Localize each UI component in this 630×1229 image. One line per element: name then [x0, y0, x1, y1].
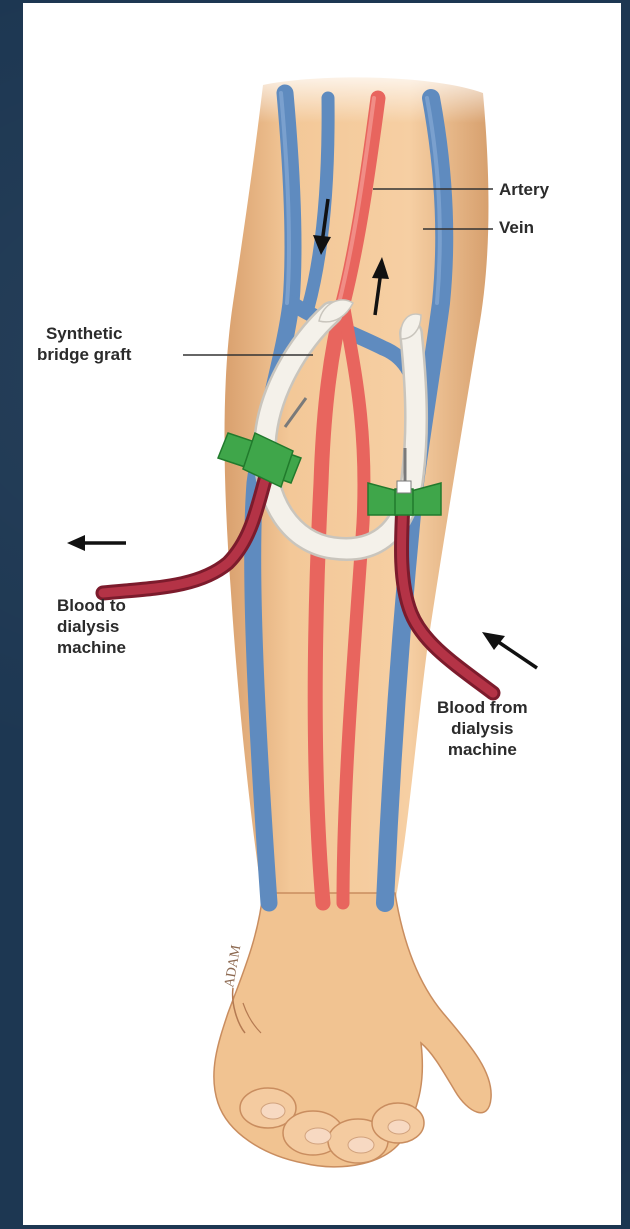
label-vein: Vein — [499, 217, 534, 238]
label-synthetic-graft: Synthetic bridge graft — [37, 323, 131, 365]
illustration-panel: ADAM Artery Vein Synthetic bridge graft … — [23, 3, 621, 1225]
label-blood-to-machine: Blood to dialysis machine — [57, 595, 126, 658]
label-artery: Artery — [499, 179, 549, 200]
label-blood-from-machine: Blood from dialysis machine — [437, 697, 528, 760]
